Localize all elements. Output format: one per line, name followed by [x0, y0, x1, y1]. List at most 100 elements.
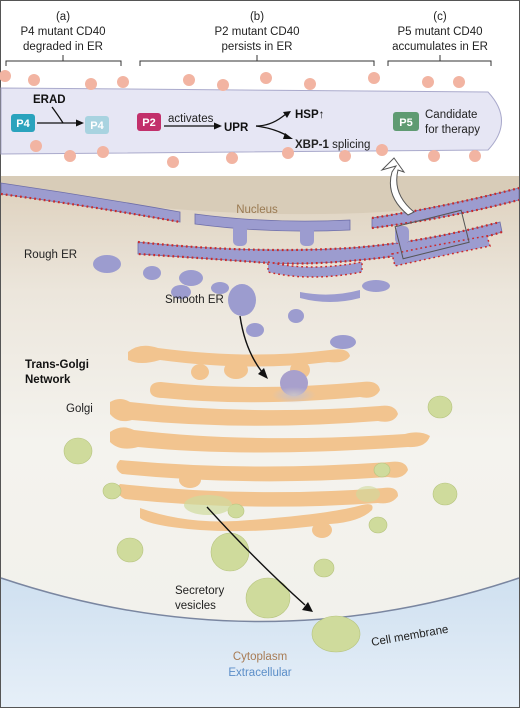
arrow-upr-to-xbp1	[255, 125, 288, 137]
vesicle-11	[245, 577, 291, 619]
er-blob-3	[179, 270, 203, 286]
zoom-panel: (a) P4 mutant CD40 degraded in ER (b) P2…	[0, 11, 502, 168]
bracket-b	[139, 55, 375, 66]
xbp1-splicing-label: XBP-1 splicing	[295, 139, 370, 151]
arrowhead-upr	[214, 122, 222, 130]
erad-pointer-line	[51, 106, 64, 124]
er-blob-5	[211, 282, 229, 294]
p4-faded-box	[85, 116, 109, 134]
panel-a-title-line1: P4 mutant CD40	[20, 26, 105, 38]
vesicle-2	[427, 395, 453, 419]
golgi-apparatus	[110, 345, 430, 538]
xbp1-text: XBP-1	[295, 139, 329, 151]
er-blob-4	[171, 285, 191, 299]
golgi-cargo-tint-2	[356, 486, 380, 502]
er-blob-8	[330, 335, 356, 349]
hsp-text: HSP	[295, 109, 319, 121]
tgn-label-line1: Trans-Golgi	[25, 359, 89, 371]
er-fragment-3	[300, 290, 360, 302]
vesicle-8	[116, 537, 144, 563]
p4-faded-label: P4	[90, 120, 104, 132]
golgi-label: Golgi	[66, 403, 93, 415]
p5-mutant-box	[393, 112, 419, 131]
panel-b-letter: (b)	[250, 11, 264, 23]
vesicle-7	[368, 516, 388, 534]
golgi-cisterna-2	[150, 381, 380, 403]
bracket-c	[387, 55, 492, 66]
smooth-er-vesicle-1	[228, 284, 256, 316]
golgi-cisterna-7	[140, 504, 373, 532]
vesicle-4	[102, 482, 122, 500]
golgi-cargo-tint-1	[184, 495, 232, 515]
arrowhead-golgi-to-membrane	[302, 602, 313, 612]
er-blob-7	[246, 323, 264, 337]
panel-c-letter: (c)	[433, 11, 447, 23]
zoom-dots	[0, 70, 481, 168]
er-blob-2	[143, 266, 161, 280]
arrowhead-xbp1	[283, 133, 293, 139]
arrow-golgi-to-membrane	[206, 506, 306, 606]
rough-er-ribosomes-top	[137, 220, 501, 252]
panel-c-title-line2: accumulates in ER	[392, 41, 488, 53]
panel-b-title-line1: P2 mutant CD40	[214, 26, 299, 38]
candidate-line2: for therapy	[425, 124, 480, 136]
secretory-label-line2: vesicles	[175, 600, 216, 612]
p2-mutant-box	[137, 113, 161, 131]
p5-label: P5	[399, 117, 412, 129]
arrowhead-p4	[76, 119, 84, 127]
candidate-line1: Candidate	[425, 109, 477, 121]
vesicle-6	[227, 503, 245, 519]
extracellular-label: Extracellular	[228, 667, 291, 679]
upr-label: UPR	[224, 122, 249, 134]
p2-label: P2	[142, 117, 155, 129]
vesicle-5	[432, 482, 458, 506]
zoom-box	[394, 209, 470, 260]
vesicle-3	[373, 462, 391, 478]
er-stalk-1	[233, 224, 247, 246]
er-fragment-1	[267, 261, 363, 278]
golgi-cisterna-4	[110, 427, 430, 453]
cell-membrane-line	[0, 577, 520, 623]
arrowhead-hsp	[283, 111, 291, 118]
bracket-a	[5, 55, 122, 66]
vesicle-fusing-membrane	[311, 615, 361, 653]
rough-er-label: Rough ER	[24, 249, 77, 261]
splicing-text: splicing	[329, 139, 371, 151]
vesicle-10	[313, 558, 335, 578]
arrowhead-er-to-golgi	[258, 368, 268, 379]
panel-a-letter: (a)	[56, 11, 70, 23]
nucleus-label: Nucleus	[236, 204, 278, 216]
er-blob-1	[93, 255, 121, 273]
panel-b-title-line2: persists in ER	[222, 41, 293, 53]
vesicle-1	[63, 437, 93, 465]
golgi-knob-3	[191, 364, 209, 380]
cytoplasm-label: Cytoplasm	[233, 651, 287, 663]
tgn-label-line2: Network	[25, 374, 71, 386]
envelope-left	[0, 182, 181, 223]
er-stalk-2	[300, 226, 314, 246]
erad-label: ERAD	[33, 94, 66, 106]
p4-label: P4	[16, 118, 30, 130]
p4-mutant-box	[11, 114, 35, 132]
secretory-label-line1: Secretory	[175, 585, 224, 597]
extracellular-region	[1, 578, 519, 707]
hsp-up-arrow: ↑	[319, 109, 325, 121]
vesicle-9	[210, 532, 250, 572]
er-zoom-band	[0, 87, 502, 155]
panel-a-title-line2: degraded in ER	[23, 41, 103, 53]
golgi-knob-4	[179, 472, 201, 488]
golgi-knob-5	[312, 522, 332, 538]
smooth-er-label: Smooth ER	[165, 294, 224, 306]
rough-er-ribosomes-bottom	[137, 230, 503, 265]
activates-label: activates	[168, 113, 214, 125]
panel-c-title-line1: P5 mutant CD40	[397, 26, 482, 38]
er-fragment-4	[362, 280, 390, 292]
golgi-knob-1	[224, 361, 248, 379]
vesicle-fusion-blend	[272, 387, 316, 403]
zoom-arrow-icon	[380, 157, 415, 216]
ribosomes-left	[0, 192, 181, 224]
rough-er	[93, 220, 503, 349]
golgi-cisterna-1	[128, 345, 350, 367]
